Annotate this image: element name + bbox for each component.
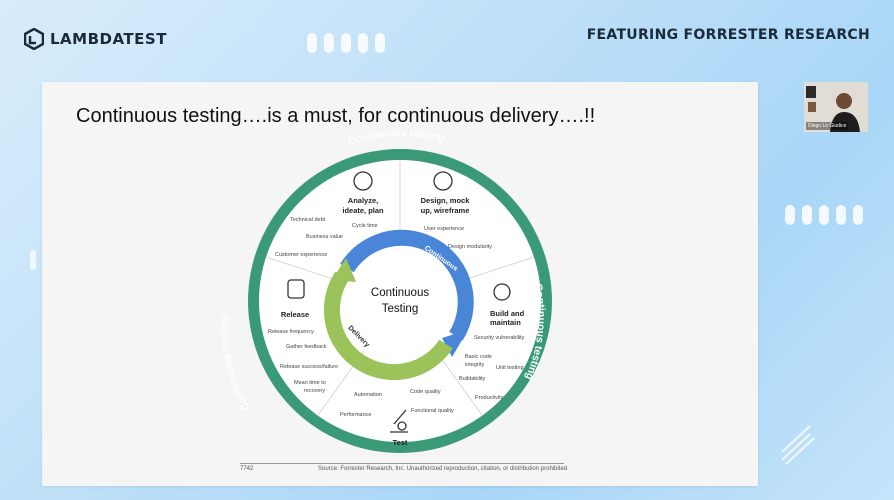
segment-design: Design, mock up, wireframe User experien… <box>421 171 492 250</box>
analyze-item: Business value <box>306 234 343 240</box>
test-item: Automation <box>354 392 382 398</box>
center-title-2: Testing <box>382 303 418 315</box>
design-title-1: Design, mock <box>421 196 471 205</box>
presentation-slide: Continuous testing….is a must, for conti… <box>42 82 758 486</box>
presenter-name: Diego Lo Giudice <box>806 122 849 130</box>
release-item: Gather feedback <box>286 344 327 350</box>
analyze-title-1: Analyze, <box>348 196 378 205</box>
release-item: recovery <box>304 388 325 394</box>
slide-title: Continuous testing….is a must, for conti… <box>76 105 596 127</box>
analyze-item: Technical debt <box>290 217 326 223</box>
ring-label-left: Continuous testing <box>218 316 252 413</box>
segment-analyze: Analyze, ideate, plan Technical debt Cyc… <box>275 171 384 258</box>
release-item: Release frequency <box>268 329 314 335</box>
segment-release: Release Release frequency Gather feedbac… <box>268 279 338 394</box>
gear-icon <box>493 283 511 301</box>
release-title: Release <box>281 310 309 319</box>
train-icon <box>287 279 305 299</box>
featuring-banner: FEATURING FORRESTER RESEARCH <box>586 27 870 43</box>
slide-number: 7742 <box>240 466 254 472</box>
analyze-title-2: ideate, plan <box>342 206 384 215</box>
test-item: Functional quality <box>411 408 454 414</box>
segment-test: Automation Code quality Performance Func… <box>340 389 454 447</box>
footer-divider <box>240 463 564 464</box>
decor-dash-left <box>30 250 36 270</box>
build-item: integrity <box>465 362 485 368</box>
design-title-2: up, wireframe <box>421 206 470 215</box>
lambdatest-logo-icon <box>24 28 44 50</box>
build-item: Productivity <box>475 395 504 401</box>
build-item: Unit testing <box>496 365 524 371</box>
design-item: User experience <box>424 226 464 232</box>
arrow-delivery <box>323 271 453 381</box>
source-note: Source: Forrester Research, Inc. Unautho… <box>318 466 569 472</box>
build-item: Security vulnerability <box>474 335 525 341</box>
design-item: Design modularity <box>448 244 492 250</box>
release-item: Mean time to <box>294 380 326 386</box>
decor-dots-top <box>307 33 385 53</box>
build-item: Basic code <box>465 354 492 360</box>
analyze-item: Cycle time <box>352 223 378 229</box>
test-item: Code quality <box>410 389 441 395</box>
release-item: Release success/failure <box>280 364 338 370</box>
build-title-1: Build and <box>490 309 525 318</box>
center-ring-bg <box>338 239 462 363</box>
build-item: Buildability <box>459 376 486 382</box>
continuous-testing-diagram: Continuous testing Continuous testing Co… <box>218 127 552 453</box>
build-title-2: maintain <box>490 318 521 327</box>
segment-build: Build and maintain Security vulnerabilit… <box>459 283 525 401</box>
presenter-avatar <box>804 82 868 132</box>
brain-icon <box>353 171 373 191</box>
ring-label-top: Continuous testing <box>346 127 445 148</box>
lambdatest-logo: LAMBDATEST <box>24 28 167 50</box>
decor-stripes <box>781 425 815 465</box>
brand-name: LAMBDATEST <box>50 30 167 48</box>
arrow-delivery-head <box>332 258 356 282</box>
center-title-1: Continuous <box>371 287 429 299</box>
palette-icon <box>433 171 453 191</box>
microscope-icon <box>390 409 408 433</box>
decor-dots-right <box>785 205 863 225</box>
test-title: Test <box>393 438 408 447</box>
presenter-video[interactable]: Diego Lo Giudice <box>804 82 868 132</box>
test-item: Performance <box>340 412 372 418</box>
analyze-item: Customer experience <box>275 252 327 258</box>
arrow-continuous <box>340 229 474 341</box>
